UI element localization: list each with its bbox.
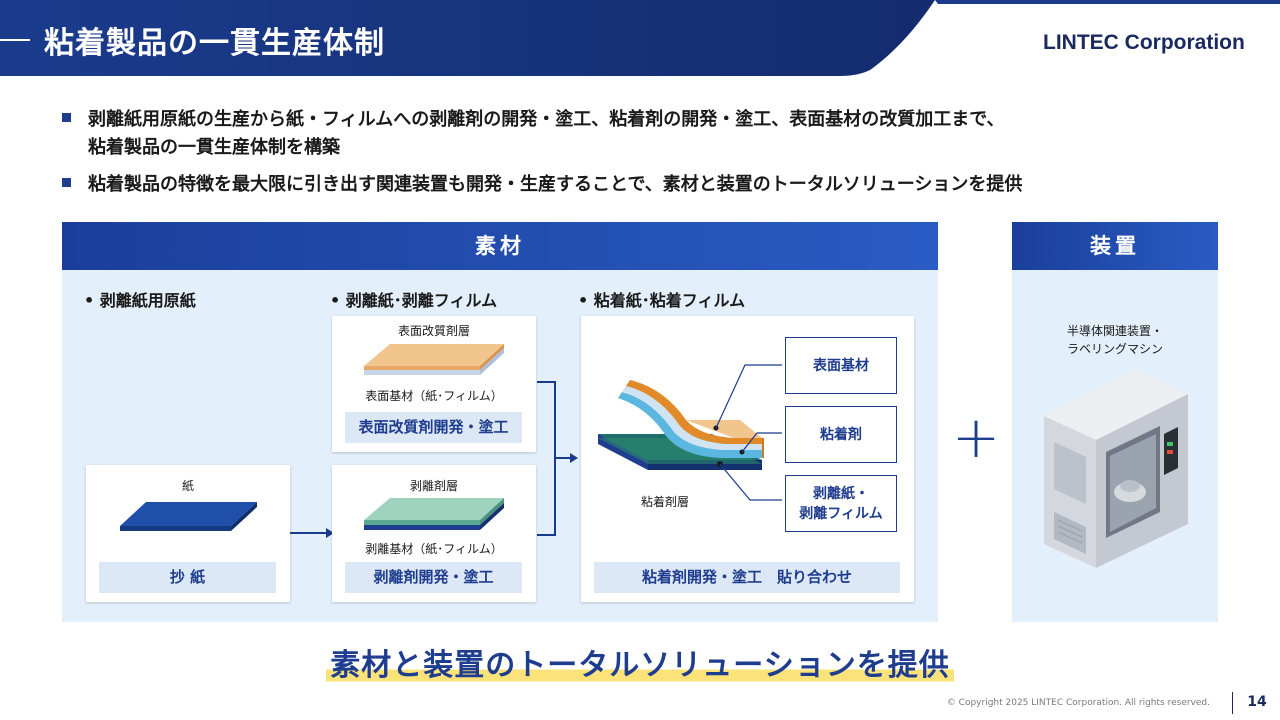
company-logo-text: LINTEC Corporation xyxy=(1043,31,1245,54)
flow-arrows xyxy=(290,381,578,538)
section-heading-adhesive-products: • 粘着紙･粘着フィルム xyxy=(578,291,746,310)
release-liner-illustration xyxy=(364,498,504,530)
equipment-desc-line1: 半導体関連装置・ xyxy=(1066,324,1163,338)
surface-treatment-illustration xyxy=(364,344,504,375)
label-adhesive: 粘着剤 xyxy=(785,406,897,463)
header-banner xyxy=(0,0,1280,76)
paper-label: 紙 xyxy=(181,479,194,493)
process-release-agent: 剥離剤開発・塗工 xyxy=(345,562,522,593)
section-heading-release-liner: • 剥離紙･剥離フィルム xyxy=(330,291,498,310)
surface-modifier-layer-label: 表面改質剤層 xyxy=(397,324,470,338)
process-papermaking: 抄 紙 xyxy=(99,562,276,593)
tagline-text: 素材と装置のトータルソリューションを提供 xyxy=(326,648,954,683)
process-surface-modifier: 表面改質剤開発・塗工 xyxy=(345,412,522,443)
section-heading-base-paper: • 剥離紙用原紙 xyxy=(84,291,196,310)
surface-substrate-label: 表面基材（紙･フィルム） xyxy=(365,389,503,403)
materials-header: 素材 xyxy=(62,222,938,270)
label-surface-substrate: 表面基材 xyxy=(785,337,897,394)
page-title: 粘着製品の一貫生産体制 xyxy=(44,26,385,61)
process-adhesive-lamination: 粘着剤開発・塗工 貼り合わせ xyxy=(594,562,900,593)
machine-illustration xyxy=(1044,370,1188,568)
release-substrate-label: 剥離基材（紙･フィルム） xyxy=(365,542,503,556)
equipment-desc-line2: ラベリングマシン xyxy=(1066,342,1163,356)
bullet-text-1: 剥離紙用原紙の生産から紙・フィルムへの剥離剤の開発・塗工、粘着剤の開発・塗工、表… xyxy=(88,109,1005,130)
adhesive-laminate-illustration xyxy=(598,364,782,501)
tagline: 素材と装置のトータルソリューションを提供 xyxy=(0,640,1280,684)
page-number-divider xyxy=(1232,692,1233,714)
release-agent-layer-label: 剥離剤層 xyxy=(409,479,458,493)
page-number: 14 xyxy=(1247,694,1267,710)
bullet-text-1-cont: 粘着製品の一貫生産体制を構築 xyxy=(88,137,340,158)
bullet-marker xyxy=(62,113,71,122)
paper-sheet-illustration xyxy=(120,502,257,531)
header-dash xyxy=(0,39,30,41)
equipment-header: 装置 xyxy=(1012,222,1218,270)
bullet-marker xyxy=(62,178,71,187)
copyright: © Copyright 2025 LINTEC Corporation. All… xyxy=(946,698,1210,708)
label-release-liner: 剥離紙・ 剥離フィルム xyxy=(785,475,897,532)
bullet-text-2: 粘着製品の特徴を最大限に引き出す関連装置も開発・生産することで、素材と装置のトー… xyxy=(88,174,1023,195)
plus-sign: + xyxy=(951,403,1001,471)
adhesive-layer-label: 粘着剤層 xyxy=(640,495,689,509)
